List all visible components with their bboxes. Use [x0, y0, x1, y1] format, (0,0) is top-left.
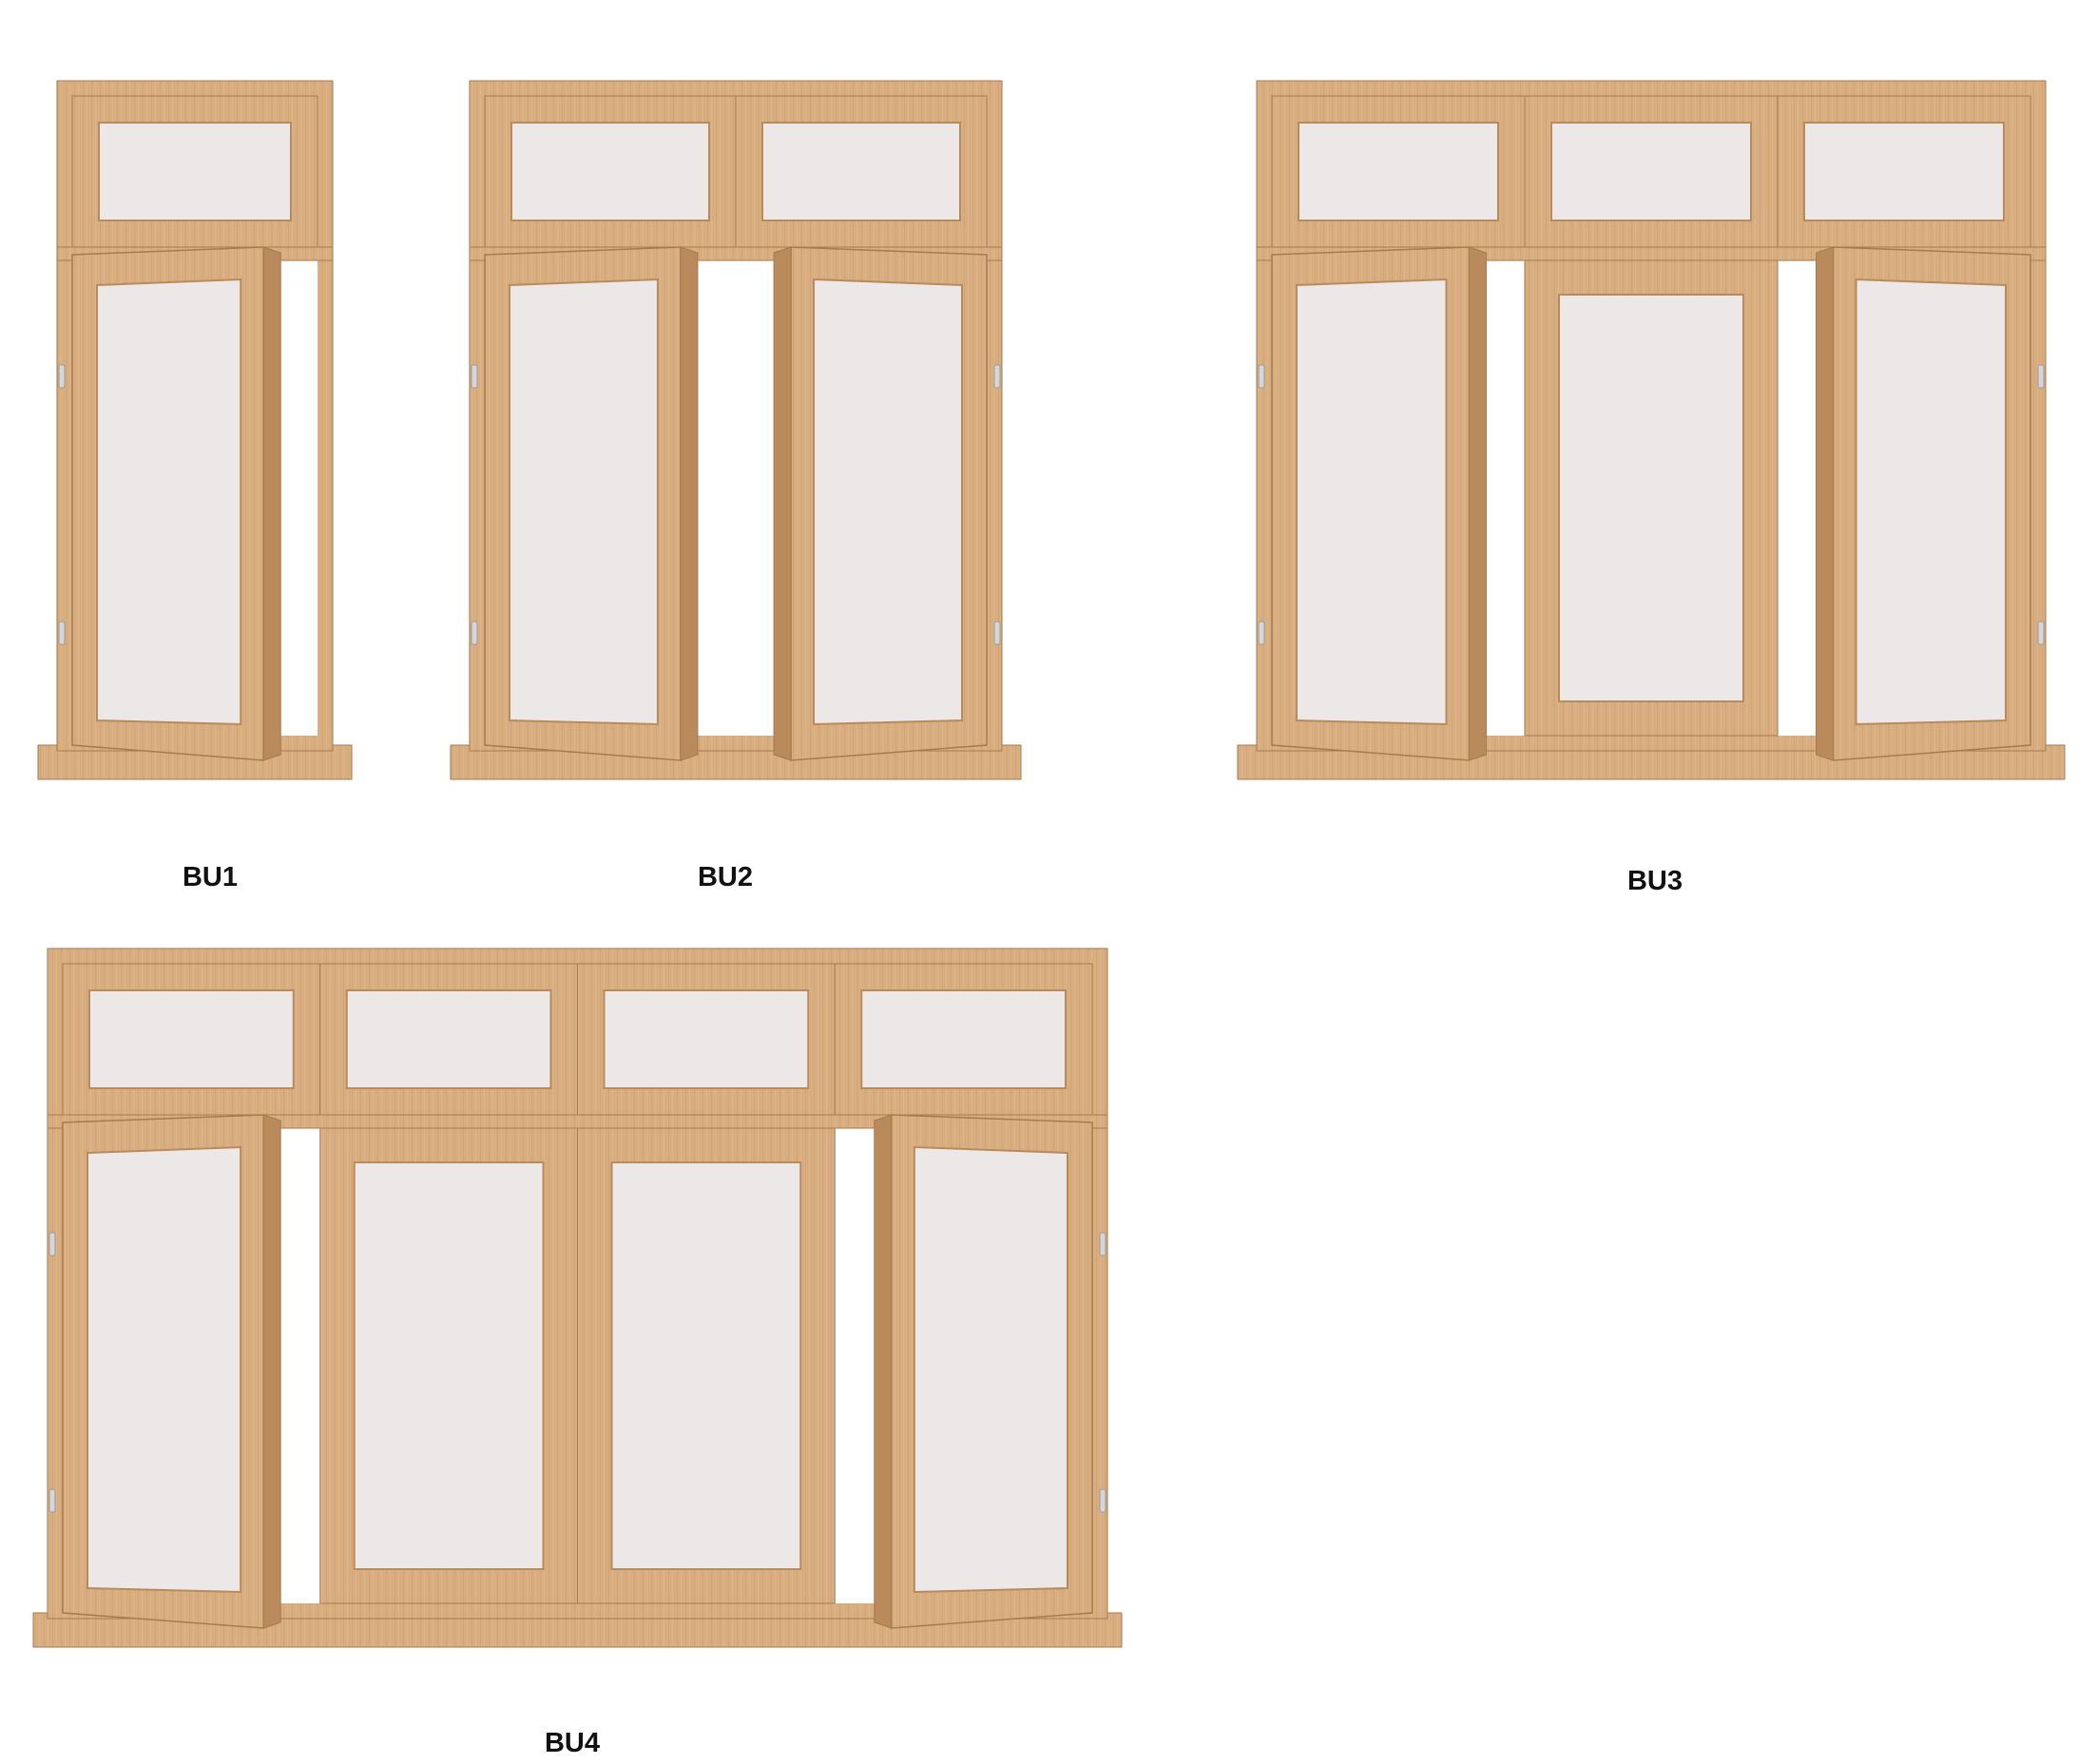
transom-pane-3-glass	[1803, 122, 2005, 221]
casement-sash-1-edge	[262, 246, 281, 761]
window-bu2-label: BU2	[697, 862, 754, 892]
transom-pane-1-glass	[510, 122, 710, 221]
casement-sash-2-hinge-bottom	[993, 621, 1001, 645]
casement-sash-3-edge	[1816, 246, 1835, 761]
transom-pane-4-glass	[860, 989, 1067, 1089]
casement-sash-1-hinge-bottom	[1258, 621, 1265, 645]
casement-sash-1-glass	[87, 1145, 242, 1594]
casement-sash-1-glass	[1296, 278, 1448, 726]
window-bu2	[450, 80, 1022, 780]
window-bu4	[32, 948, 1123, 1648]
casement-sash-1-glass	[96, 278, 242, 726]
casement-sash-1-hinge-top	[58, 364, 66, 389]
casement-sash-1-glass	[509, 278, 659, 726]
casement-sash-2-glass	[353, 1161, 545, 1570]
casement-sash-2-hinge-top	[993, 364, 1001, 389]
window-bu1	[37, 80, 353, 780]
casement-sash-1-edge	[262, 1114, 281, 1629]
window-bu1-label: BU1	[182, 862, 239, 892]
casement-sash-1-hinge-bottom	[48, 1488, 56, 1513]
casement-sash-2-glass	[813, 278, 963, 726]
casement-sash-4-glass	[913, 1145, 1068, 1594]
casement-sash-3-hinge-bottom	[2037, 621, 2045, 645]
window-bu3	[1237, 80, 2066, 780]
casement-sash-2-edge	[773, 246, 792, 761]
casement-sash-3-glass	[610, 1161, 802, 1570]
casement-sash-1-hinge-bottom	[471, 621, 478, 645]
casement-sash-1-hinge-top	[471, 364, 478, 389]
transom-pane-2-glass	[761, 122, 961, 221]
casement-sash-1-hinge-bottom	[58, 621, 66, 645]
casement-sash-1-edge	[1468, 246, 1487, 761]
casement-sash-3-hinge-top	[2037, 364, 2045, 389]
casement-sash-1-hinge-top	[1258, 364, 1265, 389]
casement-sash-2-glass	[1558, 294, 1744, 702]
window-bu4-label: BU4	[544, 1728, 601, 1758]
transom-pane-1-glass	[88, 989, 295, 1089]
casement-sash-3-glass	[1855, 278, 2007, 726]
window-bu3-label: BU3	[1626, 866, 1683, 896]
casement-sash-4-edge	[874, 1114, 893, 1629]
transom-pane-2-glass	[345, 989, 552, 1089]
transom-pane-2-glass	[1550, 122, 1752, 221]
transom-pane-1-glass	[98, 122, 292, 221]
transom-pane-3-glass	[603, 989, 810, 1089]
casement-sash-4-hinge-top	[1099, 1232, 1106, 1256]
transom-pane-1-glass	[1298, 122, 1499, 221]
casement-sash-4-hinge-bottom	[1099, 1488, 1106, 1513]
casement-sash-1-edge	[680, 246, 699, 761]
casement-sash-1-hinge-top	[48, 1232, 56, 1256]
